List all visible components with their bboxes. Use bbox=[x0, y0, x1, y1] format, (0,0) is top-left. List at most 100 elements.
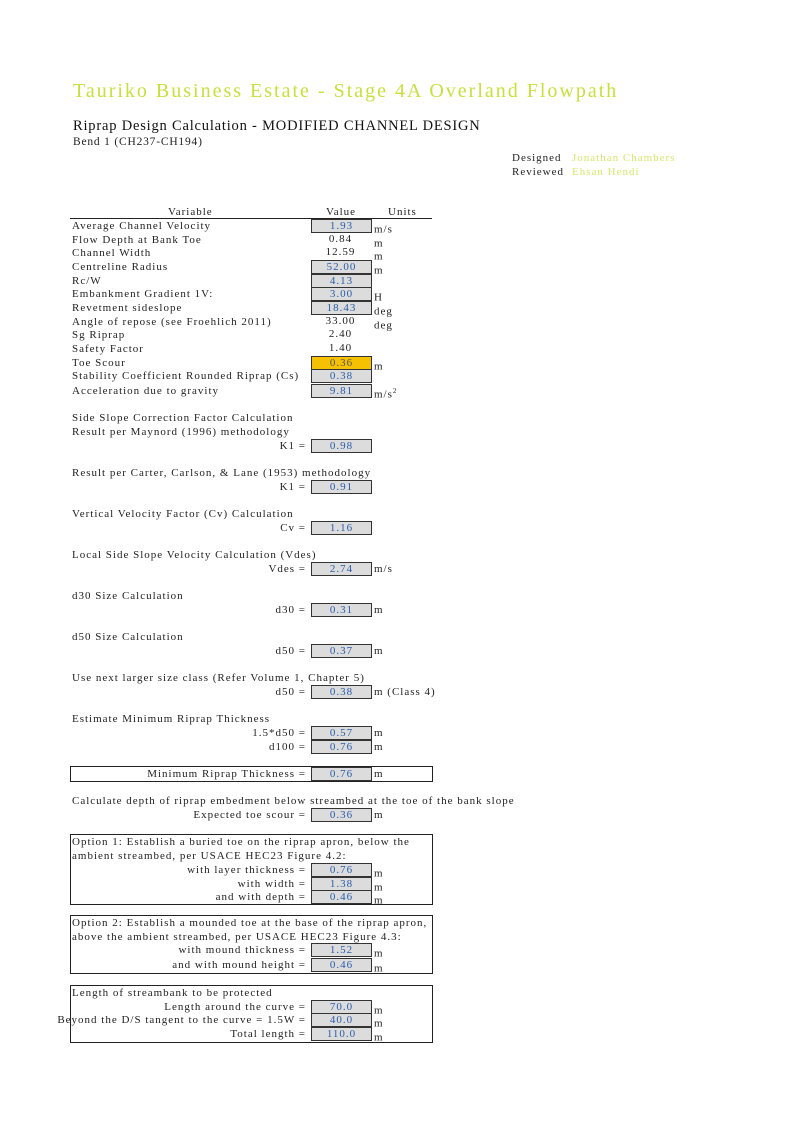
cv-value: 1.16 bbox=[311, 521, 372, 535]
vdes-value: 2.74 bbox=[311, 562, 372, 576]
header-units: Units bbox=[388, 206, 417, 218]
cv-row: Cv = 1.16 bbox=[70, 521, 432, 535]
row-label: Embankment Gradient 1V: bbox=[72, 288, 214, 300]
header-value: Value bbox=[326, 206, 357, 218]
row-value: 110.0 bbox=[311, 1027, 372, 1041]
row-label: Flow Depth at Bank Toe bbox=[72, 234, 202, 246]
row-value: 40.0 bbox=[311, 1013, 372, 1027]
maynord-heading: Result per Maynord (1996) methodology bbox=[72, 426, 290, 438]
reviewed-label: Reviewed bbox=[512, 166, 564, 178]
vdes-unit: m/s bbox=[374, 563, 393, 575]
k1-carter-value: 0.91 bbox=[311, 480, 372, 494]
value-row: Safety Factor 1.40 bbox=[70, 342, 432, 356]
option1-line1: Option 1: Establish a buried toe on the … bbox=[72, 836, 410, 848]
min-thickness-frame bbox=[70, 766, 433, 782]
side-slope-heading: Side Slope Correction Factor Calculation bbox=[72, 412, 294, 424]
unit-text: m bbox=[374, 264, 384, 277]
cv-heading: Vertical Velocity Factor (Cv) Calculatio… bbox=[72, 508, 294, 520]
row-value: 0.46 bbox=[311, 958, 372, 972]
option2-line1: Option 2: Establish a mounded toe at the… bbox=[72, 917, 428, 929]
d100-unit: m bbox=[374, 741, 384, 753]
k1-maynord-row: K1 =0.98 bbox=[70, 439, 432, 453]
unit-text: m/s bbox=[374, 388, 393, 401]
row-label: Channel Width bbox=[72, 247, 152, 259]
unit-text: m bbox=[374, 894, 384, 907]
length-heading: Length of streambank to be protected bbox=[72, 987, 273, 999]
row-label: Safety Factor bbox=[72, 343, 144, 355]
d50-class-label: d50 = bbox=[275, 686, 306, 698]
row-unit: m bbox=[374, 233, 384, 251]
d50-unit: m bbox=[374, 645, 384, 657]
row-label: and with mound height = bbox=[172, 959, 306, 971]
unit-text: m bbox=[374, 881, 384, 894]
value-row: Stability Coefficient Rounded Riprap (Cs… bbox=[70, 369, 432, 383]
designed-label: Designed bbox=[512, 152, 562, 164]
d100-value: 0.76 bbox=[311, 740, 372, 754]
option2-frame bbox=[70, 915, 433, 974]
min-thickness-unit: m bbox=[374, 768, 384, 780]
unit-text: m bbox=[374, 1017, 384, 1030]
row-value: 0.76 bbox=[311, 863, 372, 877]
row-value: 1.93 bbox=[311, 219, 372, 233]
row-label: Acceleration due to gravity bbox=[72, 385, 220, 397]
sheet-subtitle: Riprap Design Calculation - MODIFIED CHA… bbox=[73, 118, 481, 134]
row-unit: m bbox=[374, 943, 384, 961]
vdes-label: Vdes = bbox=[268, 563, 306, 575]
unit-text: m bbox=[374, 947, 384, 960]
row-unit: deg bbox=[374, 301, 393, 319]
vdes-heading: Local Side Slope Velocity Calculation (V… bbox=[72, 549, 317, 561]
carter-heading: Result per Carter, Carlson, & Lane (1953… bbox=[72, 467, 372, 479]
row-value: 70.0 bbox=[311, 1000, 372, 1014]
row-value: 1.40 bbox=[328, 342, 353, 354]
next-size-heading: Use next larger size class (Refer Volume… bbox=[72, 672, 365, 684]
row-unit: m bbox=[374, 260, 384, 278]
unit-text: H bbox=[374, 291, 383, 304]
row-label: with width = bbox=[237, 878, 306, 890]
unit-superscript: 2 bbox=[392, 387, 398, 395]
row-value: 0.46 bbox=[311, 890, 372, 904]
t15-value: 0.57 bbox=[311, 726, 372, 740]
header-divider bbox=[70, 218, 432, 219]
unit-text: m bbox=[374, 867, 384, 880]
row-label: Revetment sideslope bbox=[72, 302, 183, 314]
row-unit: m bbox=[374, 1000, 384, 1018]
reviewed-by: Ehsan Hendi bbox=[572, 166, 640, 178]
row-label: and with depth = bbox=[215, 891, 306, 903]
row-unit: m/s bbox=[374, 219, 393, 237]
d30-unit: m bbox=[374, 604, 384, 616]
option1-frame bbox=[70, 834, 433, 905]
unit-text: deg bbox=[374, 319, 393, 332]
row-value: 52.00 bbox=[311, 260, 372, 274]
unit-text: m bbox=[374, 237, 384, 250]
row-label: with layer thickness = bbox=[187, 864, 306, 876]
row-value: 0.36 bbox=[311, 356, 372, 370]
project-title: Tauriko Business Estate - Stage 4A Overl… bbox=[73, 80, 619, 102]
row-label: Centreline Radius bbox=[72, 261, 169, 273]
row-label: Angle of repose (see Froehlich 2011) bbox=[72, 316, 272, 328]
unit-text: m bbox=[374, 1004, 384, 1017]
row-unit: m bbox=[374, 246, 384, 264]
row-unit: m bbox=[374, 958, 384, 976]
cv-label: Cv = bbox=[280, 522, 306, 534]
option2-line2: above the ambient streambed, per USACE H… bbox=[72, 931, 402, 943]
row-value: 1.52 bbox=[311, 943, 372, 957]
row-unit: m bbox=[374, 890, 384, 908]
value-row: Beyond the D/S tangent to the curve = 1.… bbox=[57, 1013, 432, 1030]
